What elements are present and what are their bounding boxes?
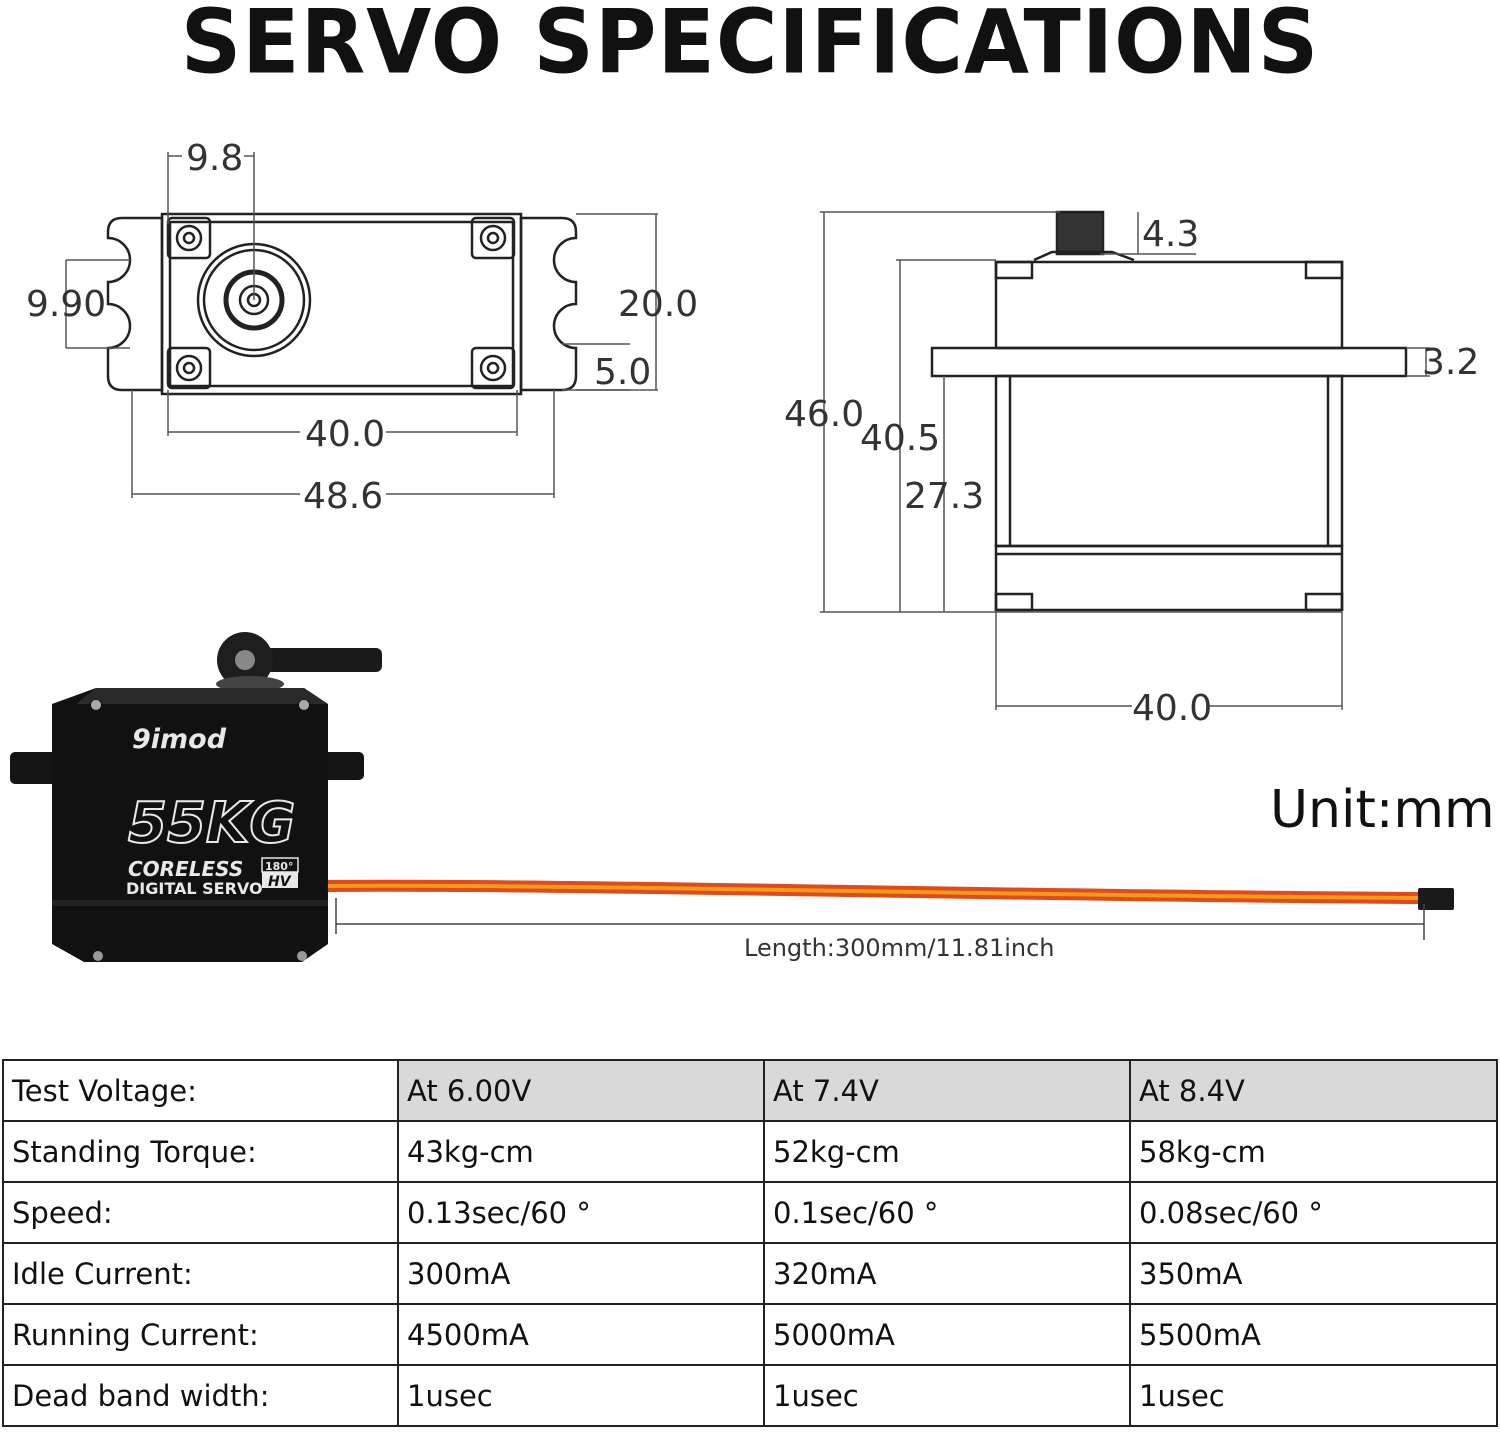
table-cell: 5000mA	[763, 1303, 1131, 1366]
page-title: SERVO SPECIFICATIONS	[180, 0, 1320, 94]
dim-4-3: 4.3	[1142, 214, 1199, 255]
table-cell: 43kg-cm	[397, 1120, 765, 1183]
top-view-dimension-lines	[65, 152, 658, 498]
table-row: Speed: 0.13sec/60 ° 0.1sec/60 ° 0.08sec/…	[2, 1181, 1498, 1244]
table-cell: 4500mA	[397, 1303, 765, 1366]
table-cell: 0.13sec/60 °	[397, 1181, 765, 1244]
header-voltage-7-4v: At 7.4V	[763, 1059, 1131, 1122]
table-row: Test Voltage: At 6.00V At 7.4V At 8.4V	[2, 1059, 1498, 1122]
row-label-idle-current: Idle Current:	[2, 1242, 399, 1305]
digital-servo-label: DIGITAL SERVO	[126, 879, 263, 898]
model-label: 55KG	[128, 791, 295, 856]
table-cell: 350mA	[1129, 1242, 1498, 1305]
side-view-dimension-labels: 4.3 3.2 46.0 40.5 27.3 40.0	[784, 214, 1479, 729]
row-label-running-current: Running Current:	[2, 1303, 399, 1366]
dim-9-90: 9.90	[26, 284, 106, 325]
dim-40-0-side: 40.0	[1132, 688, 1212, 729]
dim-48-6: 48.6	[303, 476, 383, 517]
table-cell: 0.08sec/60 °	[1129, 1181, 1498, 1244]
table-cell: 0.1sec/60 °	[763, 1181, 1131, 1244]
dim-9-8: 9.8	[186, 138, 243, 179]
dim-3-2: 3.2	[1422, 342, 1479, 383]
row-label-standing-torque: Standing Torque:	[2, 1120, 399, 1183]
table-cell: 1usec	[1129, 1364, 1498, 1427]
table-cell: 1usec	[397, 1364, 765, 1427]
spec-table: Test Voltage: At 6.00V At 7.4V At 8.4V S…	[2, 1059, 1498, 1427]
row-label-test-voltage: Test Voltage:	[2, 1059, 399, 1122]
table-cell: 1usec	[763, 1364, 1131, 1427]
dim-40-5: 40.5	[860, 418, 940, 459]
table-cell: 300mA	[397, 1242, 765, 1305]
unit-label: Unit:mm	[1270, 780, 1495, 840]
table-row: Running Current: 4500mA 5000mA 5500mA	[2, 1303, 1498, 1366]
cable-length-dimension	[335, 898, 1425, 940]
row-label-dead-band-width: Dead band width:	[2, 1364, 399, 1427]
cable-length-label: Length:300mm/11.81inch	[744, 934, 1055, 962]
brand-logo: 9imod	[132, 724, 227, 755]
dim-46-0: 46.0	[784, 394, 864, 435]
servo-product-image: 9imod 55KG CORELESS DIGITAL SERVO 180° H…	[10, 632, 1454, 962]
table-cell: 320mA	[763, 1242, 1131, 1305]
dim-5-0: 5.0	[594, 352, 651, 393]
dim-27-3: 27.3	[904, 476, 984, 517]
side-view-dimension-lines	[820, 211, 1430, 710]
dim-40-0-top: 40.0	[305, 414, 385, 455]
header-voltage-6v: At 6.00V	[397, 1059, 765, 1122]
coreless-label: CORELESS	[128, 857, 243, 881]
table-cell: 5500mA	[1129, 1303, 1498, 1366]
angle-badge: 180°	[265, 860, 293, 873]
row-label-speed: Speed:	[2, 1181, 399, 1244]
top-view-dimension-labels: 9.8 9.90 20.0 5.0 40.0 48.6	[26, 138, 698, 517]
table-row: Dead band width: 1usec 1usec 1usec	[2, 1364, 1498, 1427]
table-row: Standing Torque: 43kg-cm 52kg-cm 58kg-cm	[2, 1120, 1498, 1183]
side-view-drawing	[930, 210, 1408, 612]
table-cell: 52kg-cm	[763, 1120, 1131, 1183]
table-cell: 58kg-cm	[1129, 1120, 1498, 1183]
table-row: Idle Current: 300mA 320mA 350mA	[2, 1242, 1498, 1305]
hv-badge: HV	[268, 874, 292, 890]
servo-drawings: 9.8 9.90 20.0 5.0 40.0 48.6	[10, 138, 1479, 962]
header-voltage-8-4v: At 8.4V	[1129, 1059, 1498, 1122]
top-view-drawing	[106, 212, 578, 396]
dim-20-0: 20.0	[618, 284, 698, 325]
